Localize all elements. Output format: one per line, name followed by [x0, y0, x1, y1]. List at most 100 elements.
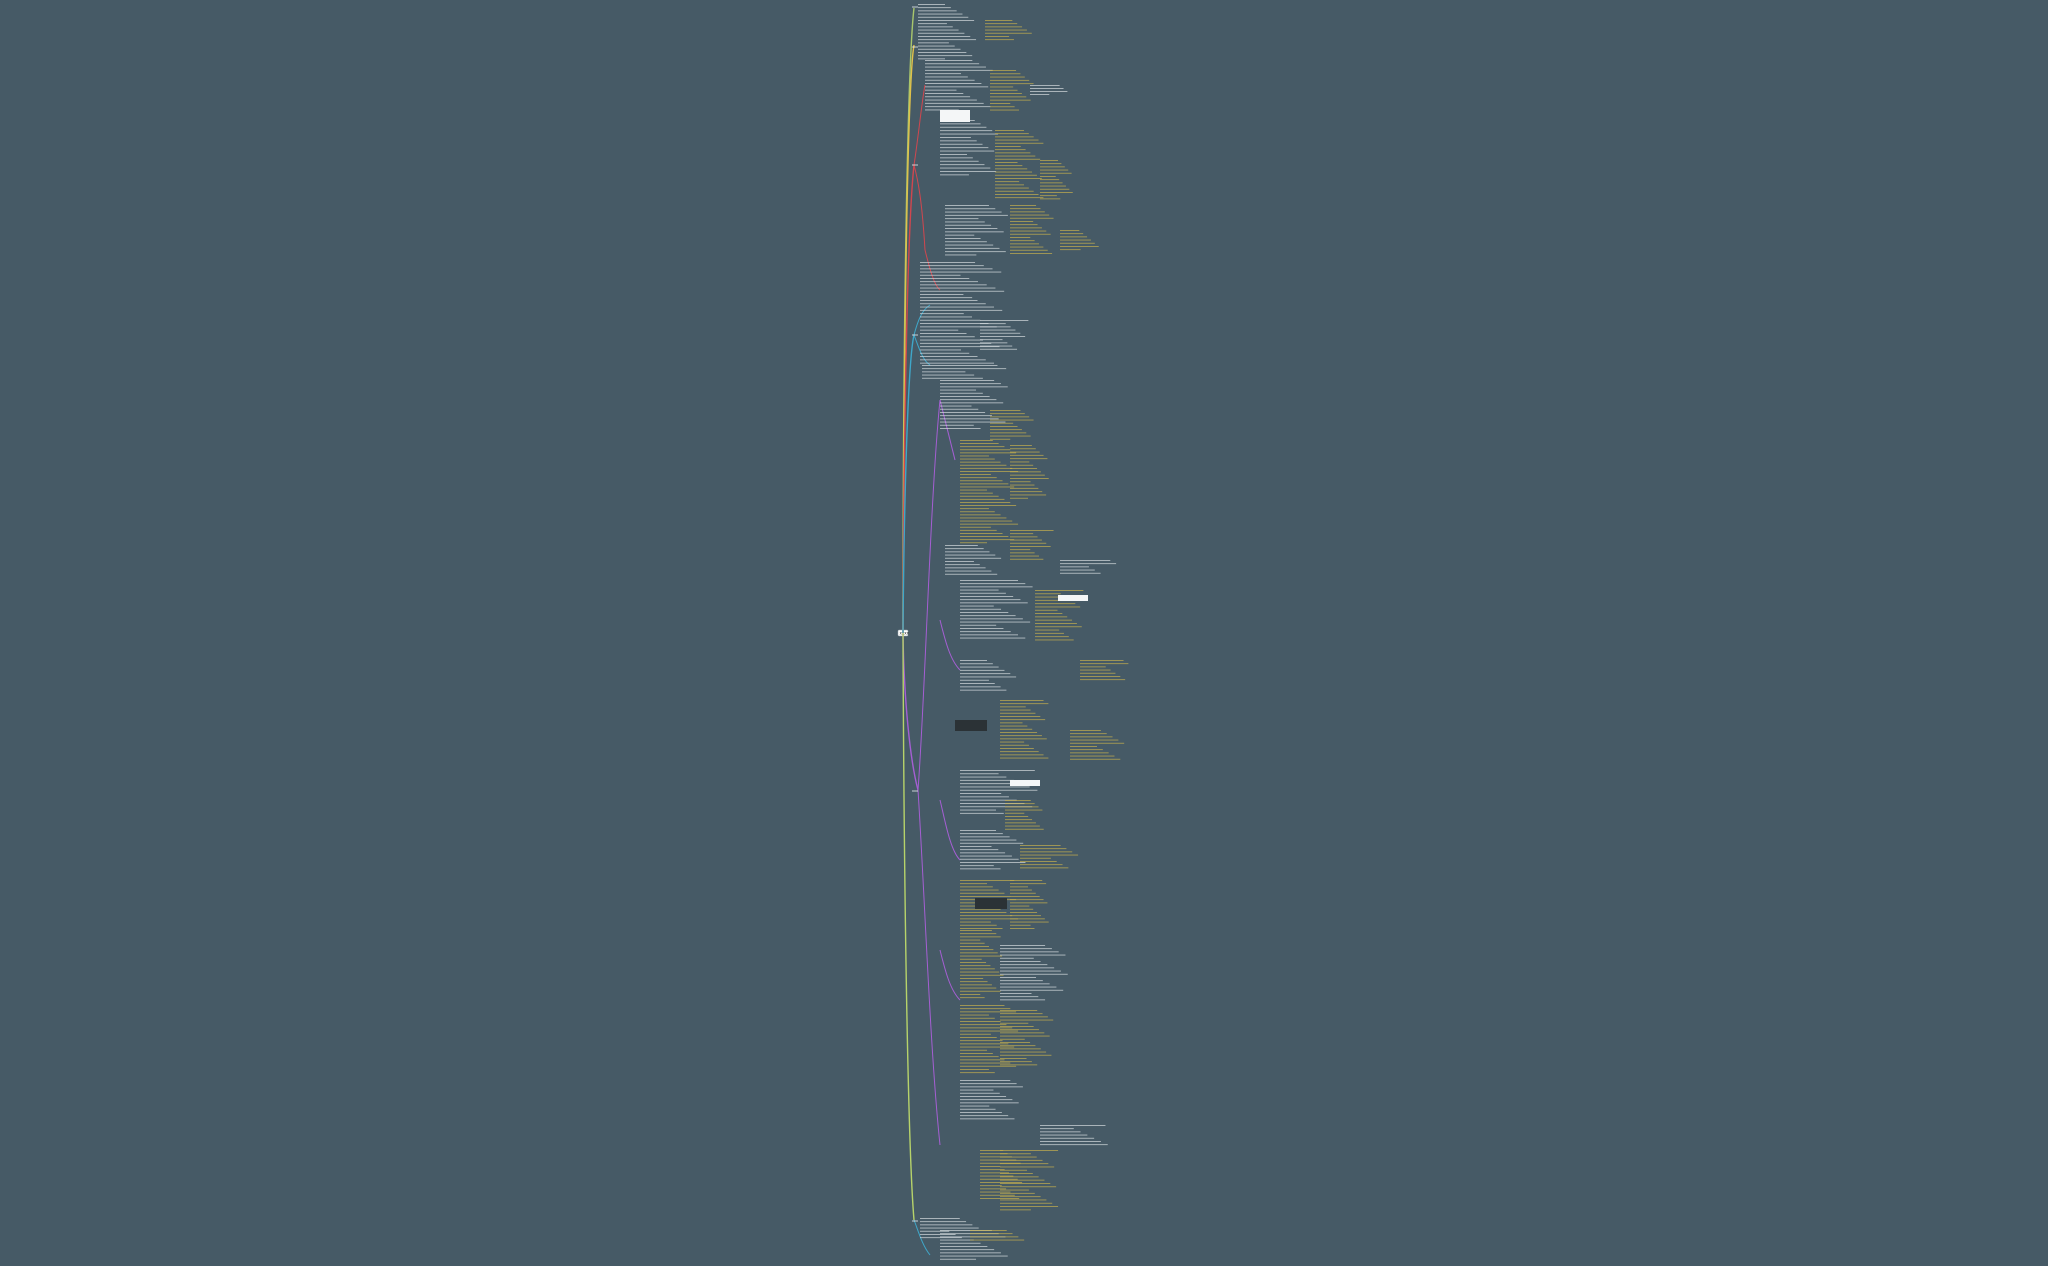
leaf-text-line — [1070, 733, 1107, 735]
leaf-text-line — [918, 13, 963, 15]
leaf-text-line — [1040, 192, 1073, 193]
leaf-text-line — [1035, 596, 1066, 598]
leaf-text-line — [960, 583, 1026, 585]
leaf-text-line — [925, 106, 991, 108]
leaf-text-line — [920, 290, 1005, 292]
leaf-text-line — [940, 380, 995, 381]
leaf-text-line — [980, 1182, 1023, 1183]
leaf-text-line — [960, 1112, 1002, 1113]
leaf-text-line — [1035, 632, 1064, 634]
leaf-text-line — [940, 126, 987, 128]
leaf-text-line — [995, 146, 1021, 147]
leaf-text-line — [1010, 230, 1047, 232]
embedded-image-3 — [975, 898, 1007, 909]
leaf-text-line — [925, 60, 973, 61]
leaf-text-line — [960, 505, 1017, 506]
leaf-text-line — [960, 669, 1005, 671]
leaf-text-line — [1010, 896, 1040, 897]
leaf-text-line — [1010, 546, 1051, 547]
leaf-text-line — [945, 564, 980, 566]
leaf-text-line — [1010, 481, 1031, 483]
leaf-text-line — [1000, 1026, 1034, 1027]
leaf-text-line — [995, 133, 1029, 135]
leaf-text-line — [940, 1246, 988, 1247]
leaf-text-line — [1035, 593, 1061, 595]
leaf-text-line — [980, 326, 1011, 328]
leaf-text-line — [1010, 908, 1034, 910]
leaf-text-line — [925, 66, 986, 68]
leaf-text-line — [925, 83, 982, 84]
leaf-text-line — [960, 1059, 1005, 1061]
leaf-text-line — [1040, 1131, 1081, 1133]
secondary-branches — [913, 84, 961, 1256]
leaf-text-line — [980, 1188, 1007, 1190]
leaf-text-line — [920, 1227, 979, 1229]
leaf-text-line — [918, 48, 961, 50]
leaf-text-line — [960, 618, 1023, 620]
leaf-text-line — [960, 1108, 996, 1110]
leaf-text-line — [1000, 970, 1061, 972]
root-node[interactable]: xxxx — [897, 629, 910, 637]
leaf-text-line — [1000, 1206, 1059, 1207]
leaf-text-line — [1000, 1016, 1048, 1018]
leaf-text-line — [940, 147, 989, 149]
leaf-text-line — [918, 36, 971, 37]
branch-label-b1: xxx — [912, 5, 918, 9]
leaf-text-line — [940, 399, 997, 401]
leaf-text-line — [925, 102, 984, 104]
leaf-text-line — [1035, 616, 1068, 618]
leaf-text-line — [920, 281, 978, 283]
leaf-text-line — [1010, 886, 1028, 888]
leaf-text-line — [960, 806, 1033, 808]
leaf-text-line — [960, 990, 1001, 992]
leaf-text-line — [1020, 851, 1073, 853]
leaf-text-line — [1000, 719, 1046, 721]
leaf-text-line — [940, 157, 973, 159]
leaf-text-line — [945, 234, 975, 236]
leaf-text-line — [1010, 539, 1042, 541]
leaf-text-line — [990, 83, 1034, 85]
leaf-text-line — [960, 683, 995, 684]
leaf-text-line — [920, 359, 986, 361]
leaf-text-line — [1000, 980, 1043, 982]
leaf-text-line — [920, 309, 1003, 311]
leaf-text-line — [960, 666, 999, 668]
leaf-text-line — [1060, 563, 1117, 565]
leaf-text-line — [1000, 700, 1044, 701]
leaf-text-line — [960, 1069, 989, 1070]
leaf-text-line — [1010, 536, 1038, 538]
leaf-text-line — [990, 429, 1022, 431]
branch-label-b6: xxx — [912, 1219, 918, 1223]
leaf-text-line — [1070, 746, 1097, 747]
leaf-text-line — [918, 32, 965, 34]
leaf-text-line — [980, 342, 1008, 344]
leaf-text-line — [960, 508, 989, 510]
leaf-text-line — [920, 336, 975, 338]
leaf-text-lines — [918, 4, 1129, 1260]
leaf-text-line — [960, 455, 989, 457]
leaf-text-line — [1000, 986, 1057, 988]
leaf-text-line — [990, 89, 1018, 91]
leaf-text-line — [1005, 822, 1036, 824]
leaf-text-line — [960, 679, 989, 681]
leaf-text-line — [960, 637, 1026, 639]
leaf-text-line — [1040, 1141, 1101, 1142]
leaf-text-line — [995, 190, 1034, 192]
leaf-text-line — [925, 73, 962, 75]
leaf-text-line — [940, 130, 993, 132]
leaf-text-line — [1000, 1054, 1052, 1056]
leaf-text-line — [945, 551, 990, 553]
leaf-text-line — [960, 542, 987, 544]
leaf-text-line — [1010, 214, 1050, 216]
leaf-text-line — [960, 511, 995, 513]
leaf-text-line — [1070, 752, 1109, 754]
leaf-text-line — [990, 413, 1025, 415]
leaf-text-line — [1010, 468, 1038, 469]
leaf-text-line — [945, 573, 998, 575]
leaf-text-line — [960, 776, 1007, 778]
leaf-text-line — [940, 171, 997, 172]
leaf-text-line — [960, 1017, 995, 1019]
leaf-text-line — [980, 332, 1021, 334]
leaf-text-line — [1000, 1173, 1033, 1174]
